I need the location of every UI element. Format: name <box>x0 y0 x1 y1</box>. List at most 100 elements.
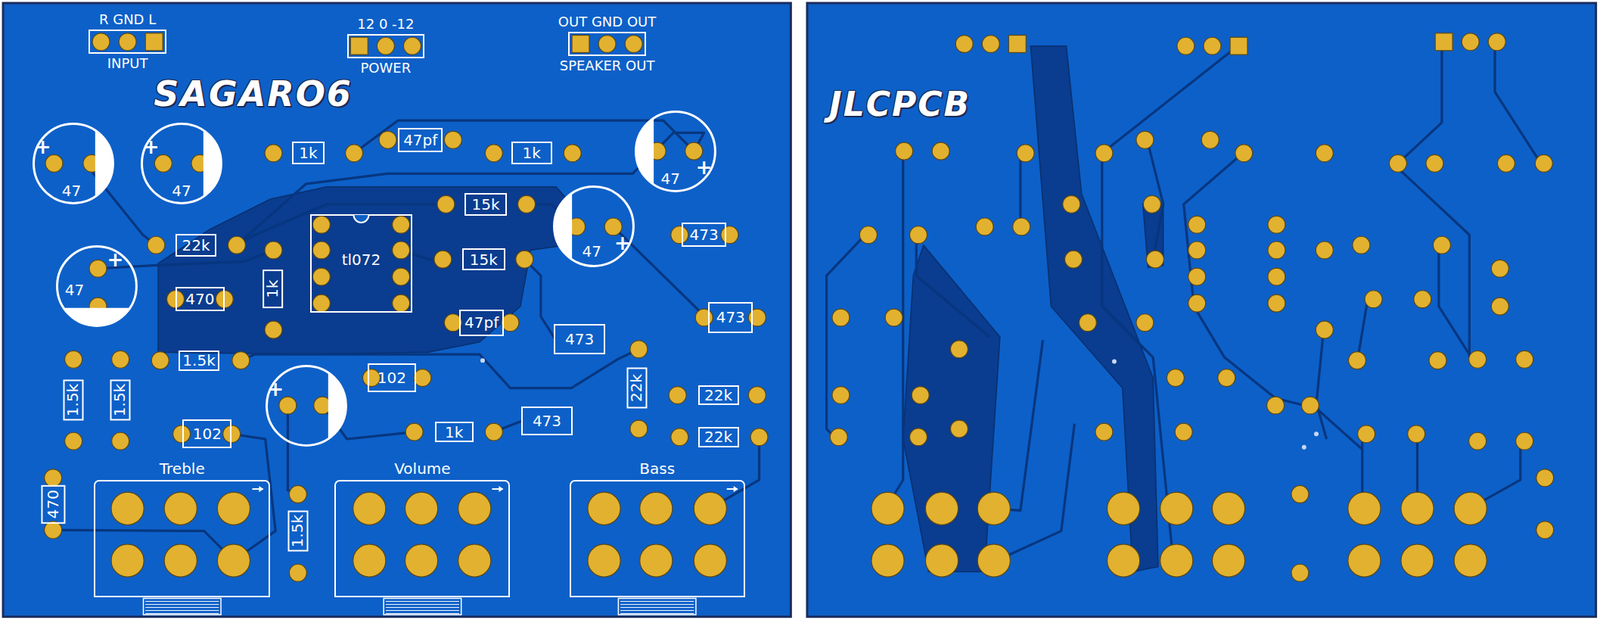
pot-shaft-stripe <box>385 609 460 611</box>
solder-pad <box>1516 431 1534 450</box>
solder-pad <box>1160 543 1194 577</box>
square-pad <box>1230 37 1248 55</box>
solder-pad <box>227 236 246 254</box>
copper-trace <box>916 236 990 337</box>
solder-pad <box>720 226 739 244</box>
solder-pad <box>1491 259 1509 277</box>
solder-pad <box>1491 297 1509 315</box>
solder-pad <box>832 308 850 327</box>
pot-shaft-stripe <box>145 603 219 605</box>
solder-pad <box>1315 241 1333 259</box>
board-bottom <box>807 3 1597 617</box>
solder-pad <box>45 154 63 172</box>
capacitor-outline: 47+ <box>55 245 138 327</box>
solder-pad <box>217 491 250 525</box>
solder-pad <box>925 543 958 577</box>
solder-pad <box>640 543 673 577</box>
part-value: 1k <box>264 279 281 299</box>
part-value: 473 <box>565 330 594 348</box>
connector-label: 12 0 -12 <box>357 16 414 32</box>
logo-text: JLCPCB <box>829 87 971 122</box>
solder-pad <box>1065 250 1083 268</box>
copper-trace <box>1494 46 1541 164</box>
solder-pad <box>111 431 130 450</box>
copper-trace <box>826 236 864 439</box>
connector-label: R GND L <box>99 12 156 28</box>
solder-pad <box>111 491 144 525</box>
pot-shaft-stripe <box>385 606 460 608</box>
capacitor-value: 47 <box>660 170 680 187</box>
resistor-outline: 470 <box>40 484 66 524</box>
pot-shaft-stripe <box>145 600 219 602</box>
solder-pad <box>1469 431 1487 450</box>
square-pad <box>571 35 590 53</box>
solder-pad <box>885 308 903 327</box>
solder-pad <box>437 195 455 213</box>
solder-pad <box>1174 422 1193 441</box>
solder-pad <box>405 422 423 441</box>
solder-pad <box>950 419 968 438</box>
polarity-band <box>63 307 131 327</box>
solder-pad <box>1217 369 1236 387</box>
solder-pad <box>44 469 63 487</box>
solder-pad <box>910 226 928 244</box>
pot-shaft-stripe <box>620 600 694 602</box>
solder-pad <box>1136 313 1154 332</box>
solder-pad <box>895 142 914 160</box>
solder-pad <box>981 35 1000 53</box>
solder-pad <box>1497 154 1515 172</box>
solder-pad <box>624 35 643 53</box>
solder-pad <box>1201 130 1219 149</box>
ic-name: tl072 <box>341 251 382 268</box>
capacitor-outline: 47+ <box>140 122 223 205</box>
solder-pad <box>977 491 1010 525</box>
resistor-outline: 15k <box>462 248 506 271</box>
solder-pad <box>1488 33 1506 51</box>
header-outline: 12 0 -12POWER <box>347 16 426 76</box>
resistor-outline: 473 <box>553 323 605 355</box>
capacitor-ring <box>635 111 715 191</box>
pot-box <box>334 479 510 597</box>
copper-trace <box>1392 163 1470 358</box>
part-value: 15k <box>472 195 501 213</box>
solder-pad <box>1536 469 1554 487</box>
solder-pad <box>458 491 491 525</box>
solder-pad <box>1407 425 1426 443</box>
solder-pad <box>693 491 727 525</box>
solder-pad <box>1078 313 1097 332</box>
copper-trace <box>1316 331 1327 439</box>
solder-pad <box>748 308 766 327</box>
solder-pad <box>403 37 421 55</box>
solder-pad <box>223 425 241 443</box>
solder-pad <box>1203 37 1221 55</box>
solder-pad <box>955 35 973 53</box>
solder-pad <box>434 250 452 268</box>
pot-box <box>93 479 271 597</box>
pot-shaft-stripe <box>620 603 694 605</box>
solder-pad <box>1211 491 1245 525</box>
potentiometer-outline: Treble <box>93 459 271 597</box>
solder-pad <box>1357 425 1376 443</box>
pot-shaft-stripe <box>620 609 694 611</box>
solder-pad <box>1469 350 1487 368</box>
solder-pad <box>1461 33 1479 51</box>
solder-pad <box>1301 396 1319 414</box>
solder-pad <box>215 290 234 308</box>
connector-label: SPEAKER OUT <box>559 58 656 74</box>
part-value: 22k <box>704 386 733 404</box>
part-value: 102 <box>192 425 222 442</box>
pot-shaft-stripe <box>145 609 219 611</box>
header-outline: R GND LINPUT <box>88 12 167 72</box>
capacitor-outline: 47+ <box>32 122 115 205</box>
solder-pad <box>671 226 689 244</box>
capacitor-value: + <box>142 136 160 157</box>
control-name: Bass <box>639 459 675 477</box>
solder-pad <box>1188 294 1206 312</box>
solder-pad <box>598 35 616 53</box>
solder-pad <box>911 386 929 404</box>
header-outline: OUT GND OUTSPEAKER OUT <box>558 14 656 74</box>
copper-trace <box>524 259 555 339</box>
solder-pad <box>668 386 687 404</box>
solder-pad <box>164 543 197 577</box>
part-value: 473 <box>716 308 746 326</box>
